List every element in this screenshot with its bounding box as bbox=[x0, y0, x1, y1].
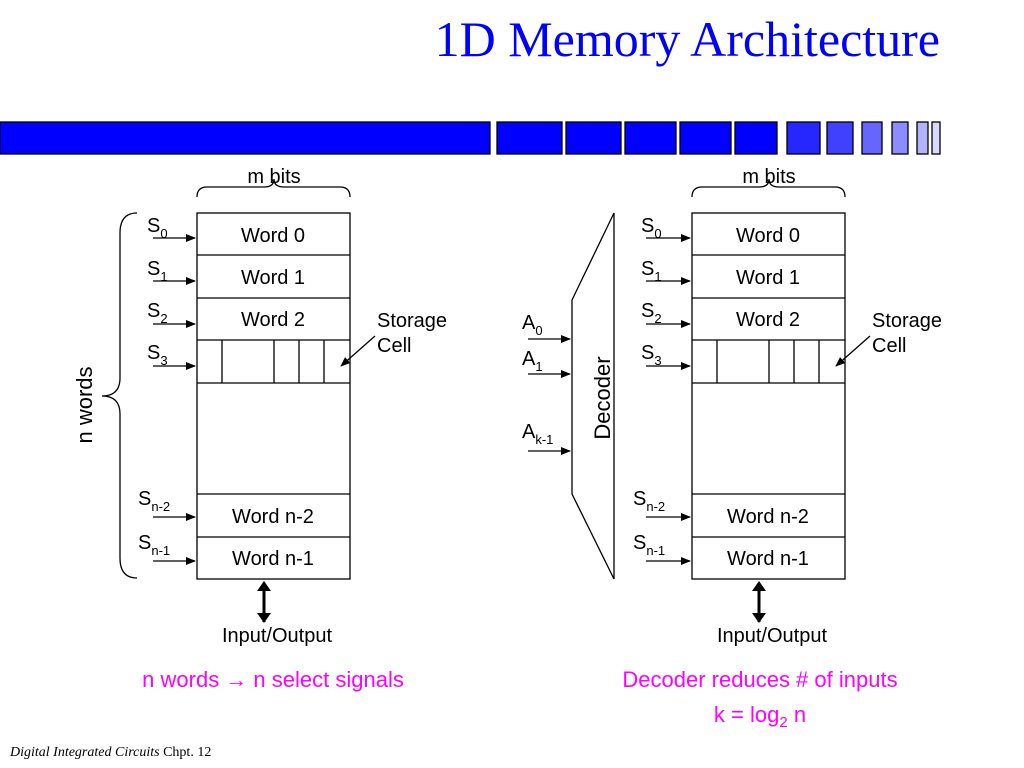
left-select-s3: S3 bbox=[147, 342, 168, 368]
right-m-bits-label: m bits bbox=[742, 166, 795, 188]
right-select-s1: S1 bbox=[641, 258, 662, 284]
left-memory-array bbox=[196, 212, 351, 580]
address-a1: A1 bbox=[522, 348, 543, 374]
left-word-n-2: Word n-2 bbox=[232, 506, 314, 528]
address-a0: A0 bbox=[522, 312, 543, 338]
left-storage-cell-pointer bbox=[340, 335, 376, 367]
right-word-1: Word 1 bbox=[736, 267, 800, 289]
right-caption-line2: k = log2 n bbox=[714, 702, 806, 731]
left-select-s1: S1 bbox=[147, 258, 168, 284]
title-bar-segment bbox=[0, 121, 491, 155]
footer-chapter: Chpt. 12 bbox=[163, 745, 212, 760]
right-select-sn-2: Sn-2 bbox=[633, 488, 665, 514]
right-select-s3: S3 bbox=[641, 342, 662, 368]
left-memory-diagram: m bits n words Word 0 Word 1 Word 2 Word… bbox=[72, 166, 447, 692]
left-io-label: Input/Output bbox=[222, 625, 333, 647]
right-caption-line1: Decoder reduces # of inputs bbox=[622, 667, 897, 692]
right-word-n-1: Word n-1 bbox=[727, 548, 809, 570]
title-bar-segment bbox=[931, 121, 941, 155]
left-m-bits-brace bbox=[196, 178, 351, 198]
left-n-words-brace bbox=[101, 212, 138, 579]
right-word-n-2: Word n-2 bbox=[727, 506, 809, 528]
decoder-label: Decoder bbox=[590, 356, 615, 439]
title-bar-segment bbox=[861, 121, 883, 155]
title-bar-segment bbox=[679, 121, 732, 155]
left-caption: n words → n select signals bbox=[142, 667, 404, 692]
right-storage-cell-pointer bbox=[835, 335, 871, 367]
right-memory-array bbox=[691, 212, 846, 580]
left-word-n-1: Word n-1 bbox=[232, 548, 314, 570]
left-m-bits-label: m bits bbox=[247, 166, 300, 188]
left-select-sn-1: Sn-1 bbox=[138, 532, 170, 558]
right-memory-diagram: m bits Decoder A0 A1 Ak-1 Word 0 Word 1 … bbox=[522, 166, 942, 731]
title-bar-segment bbox=[891, 121, 909, 155]
left-word-1: Word 1 bbox=[241, 267, 305, 289]
left-n-words-label: n words bbox=[72, 366, 97, 443]
left-select-s0: S0 bbox=[147, 215, 168, 241]
right-m-bits-brace bbox=[691, 178, 846, 198]
title-bar-segment bbox=[734, 121, 778, 155]
slide-title: 1D Memory Architecture bbox=[434, 11, 940, 67]
title-bar-segment bbox=[916, 121, 929, 155]
right-io-label: Input/Output bbox=[717, 625, 828, 647]
left-select-sn-2: Sn-2 bbox=[138, 488, 170, 514]
footer-course: Digital Integrated Circuits bbox=[10, 745, 160, 760]
right-select-s2: S2 bbox=[641, 300, 662, 326]
right-select-s0: S0 bbox=[641, 215, 662, 241]
decoder-block bbox=[571, 212, 615, 580]
right-select-sn-1: Sn-1 bbox=[633, 532, 665, 558]
title-bar-segment bbox=[624, 121, 677, 155]
slide-footer: Digital Integrated Circuits Chpt. 12 bbox=[10, 745, 211, 761]
left-word-2: Word 2 bbox=[241, 309, 305, 331]
title-bar-segment bbox=[826, 121, 854, 155]
title-bar-segment bbox=[496, 121, 563, 155]
title-bar-segment bbox=[565, 121, 622, 155]
title-decoration-bar bbox=[0, 121, 941, 155]
left-word-0: Word 0 bbox=[241, 225, 305, 247]
right-word-2: Word 2 bbox=[736, 309, 800, 331]
left-select-s2: S2 bbox=[147, 300, 168, 326]
title-bar-segment bbox=[786, 121, 821, 155]
right-word-0: Word 0 bbox=[736, 225, 800, 247]
address-ak-1: Ak-1 bbox=[522, 421, 553, 447]
